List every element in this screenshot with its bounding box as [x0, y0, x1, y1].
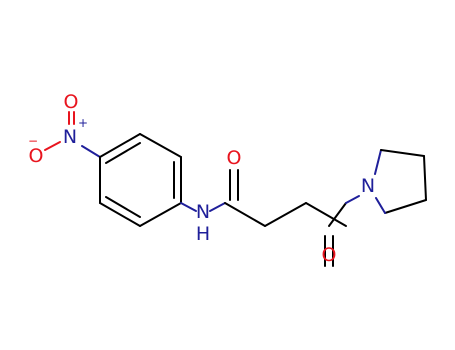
bond-chain-c-c [264, 202, 307, 227]
atom-nitro-n-charge: + [78, 116, 88, 130]
atom-amide-o: O [227, 147, 242, 169]
atom-nitro-o-left: O [29, 145, 44, 167]
benzene-ring [99, 133, 182, 227]
bond-pyr-c1-c2 [380, 149, 425, 157]
bond-chain-c-ketone [305, 202, 347, 227]
bond-ring-amide-n [180, 202, 197, 212]
atom-amide-n: N [196, 201, 210, 223]
atom-ketone-o: O [322, 244, 337, 266]
atom-amide-h: H [196, 223, 210, 245]
bond-pyr-c2-c3 [423, 155, 427, 201]
pyrrolidine-ring [374, 149, 427, 214]
bond-nitro-n-o-left [44, 141, 61, 151]
bond-ring-double-3 [105, 196, 141, 218]
bond-ketone-c-link [328, 202, 347, 227]
amide-chain [180, 169, 360, 267]
bond-pyr-c3-c4 [384, 199, 427, 214]
atom-pyrrolidine-n: N [361, 175, 375, 197]
bond-ring-4 [139, 202, 182, 227]
atom-nitro-o-charge: − [28, 134, 38, 148]
atom-nitro-o-top: O [64, 91, 79, 113]
bond-ring-5 [99, 202, 141, 227]
bond-amide-n-c [209, 202, 226, 212]
bond-nitro-n-ring [81, 145, 101, 158]
bond-ring-double-1 [105, 142, 141, 164]
bond-ring-1 [99, 133, 141, 158]
bond-pyr-n-c1 [374, 149, 382, 175]
bond-ring-2 [139, 133, 182, 158]
bond-ketone-c-pyrrolidine-n [345, 195, 360, 204]
nitro-group [44, 111, 101, 158]
bond-amide-c-c [224, 202, 266, 227]
bond-pyr-c4-n [375, 197, 386, 214]
atom-nitro-n: N [63, 126, 77, 148]
